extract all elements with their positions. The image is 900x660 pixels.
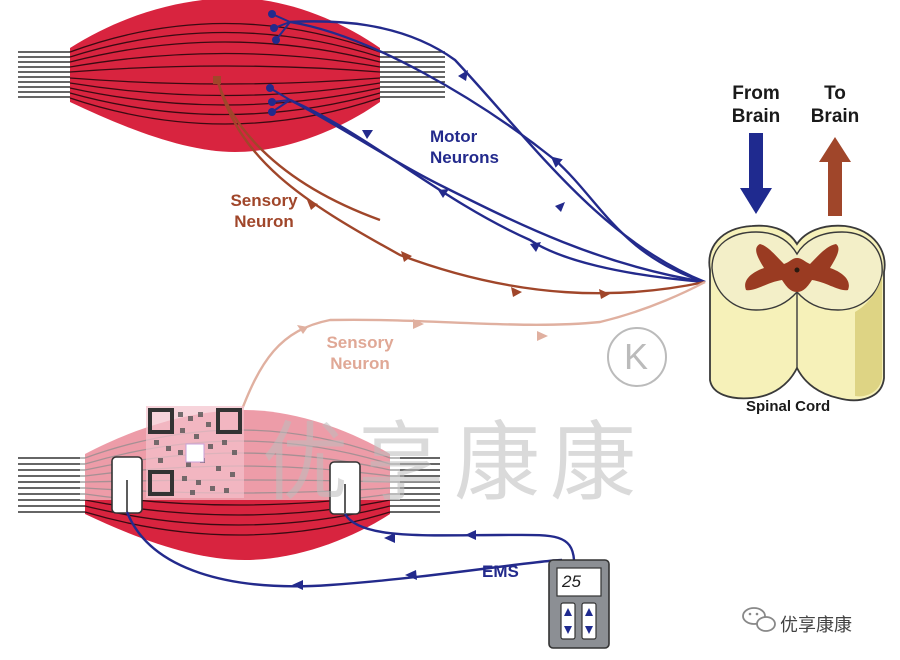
sensory-neuron-upper-arrows	[307, 200, 610, 299]
from-brain-label: From Brain	[722, 82, 790, 128]
lower-tendon-left	[18, 457, 88, 513]
ems-down-arrow-left	[564, 626, 572, 634]
spinal-cord	[708, 224, 886, 402]
sensory-neuron-lower-label: Sensory Neuron	[318, 332, 402, 374]
to-brain-label: To Brain	[802, 82, 868, 128]
motor-neuron-2	[289, 20, 706, 284]
from-brain-label-line1: From	[732, 83, 780, 104]
to-brain-arrow	[819, 137, 851, 216]
ems-device	[548, 559, 610, 649]
ems-wire-left	[125, 511, 563, 588]
upper-muscle-fibers	[69, 22, 381, 125]
motor-neuron-4	[289, 98, 706, 284]
ems-down-arrow-right	[585, 626, 593, 634]
ems-label: EMS	[482, 562, 519, 581]
ems-device-buttons	[560, 602, 597, 640]
motor-neuron-paths	[289, 20, 706, 284]
to-brain-label-line2: Brain	[810, 106, 860, 127]
from-brain-arrow	[740, 133, 772, 214]
motor-neuron-arrows	[362, 70, 565, 252]
to-brain-label-line1: To	[824, 83, 846, 104]
spinal-cord-side-shade	[855, 276, 882, 397]
ems-device-display: 25	[562, 572, 581, 591]
ems-wire-right	[343, 513, 576, 561]
sensory-neuron-lower-label-line1: Sensory	[326, 333, 394, 352]
motor-neuron-3	[289, 98, 706, 284]
upper-muscle	[18, 0, 445, 152]
sensory-neuron-upper-label-line2: Neuron	[234, 212, 294, 231]
sensory-neuron-upper	[213, 76, 706, 295]
motor-neurons-label-line2: Neurons	[430, 148, 499, 167]
upper-tendon-right	[375, 51, 445, 98]
watermark-k-badge	[607, 327, 667, 387]
ems-device-screen	[556, 567, 602, 597]
motor-neurons-label-line1: Motor	[430, 127, 478, 146]
motor-endplate-dots	[266, 10, 280, 116]
motor-neurons-label: Motor Neurons	[430, 126, 499, 168]
sensory-neuron-upper-label-line1: Sensory	[230, 191, 298, 210]
qr-code-image	[146, 406, 244, 498]
watermark-k-letter: K	[624, 336, 649, 377]
sensory-neuron-lower	[236, 280, 706, 421]
spinal-cord-central-canal	[794, 267, 800, 273]
sensory-neuron-lower-label-line2: Neuron	[330, 354, 390, 373]
ems-up-arrow-left	[564, 608, 572, 616]
sensory-neuron-lower-arrows	[297, 319, 548, 341]
ems-wire-arrows	[292, 530, 476, 590]
spinal-cord-label: Spinal Cord	[746, 398, 831, 415]
wechat-icon	[742, 607, 776, 632]
upper-tendon-left	[18, 51, 75, 98]
footer-brand: 优享康康	[780, 615, 852, 635]
sensory-neuron-upper-label: Sensory Neuron	[222, 190, 306, 232]
watermark-text: 优享康康	[262, 413, 646, 513]
ems-wires	[125, 511, 576, 588]
ems-electrode-left	[111, 456, 143, 514]
ems-up-arrow-right	[585, 608, 593, 616]
from-brain-label-line2: Brain	[731, 106, 781, 127]
